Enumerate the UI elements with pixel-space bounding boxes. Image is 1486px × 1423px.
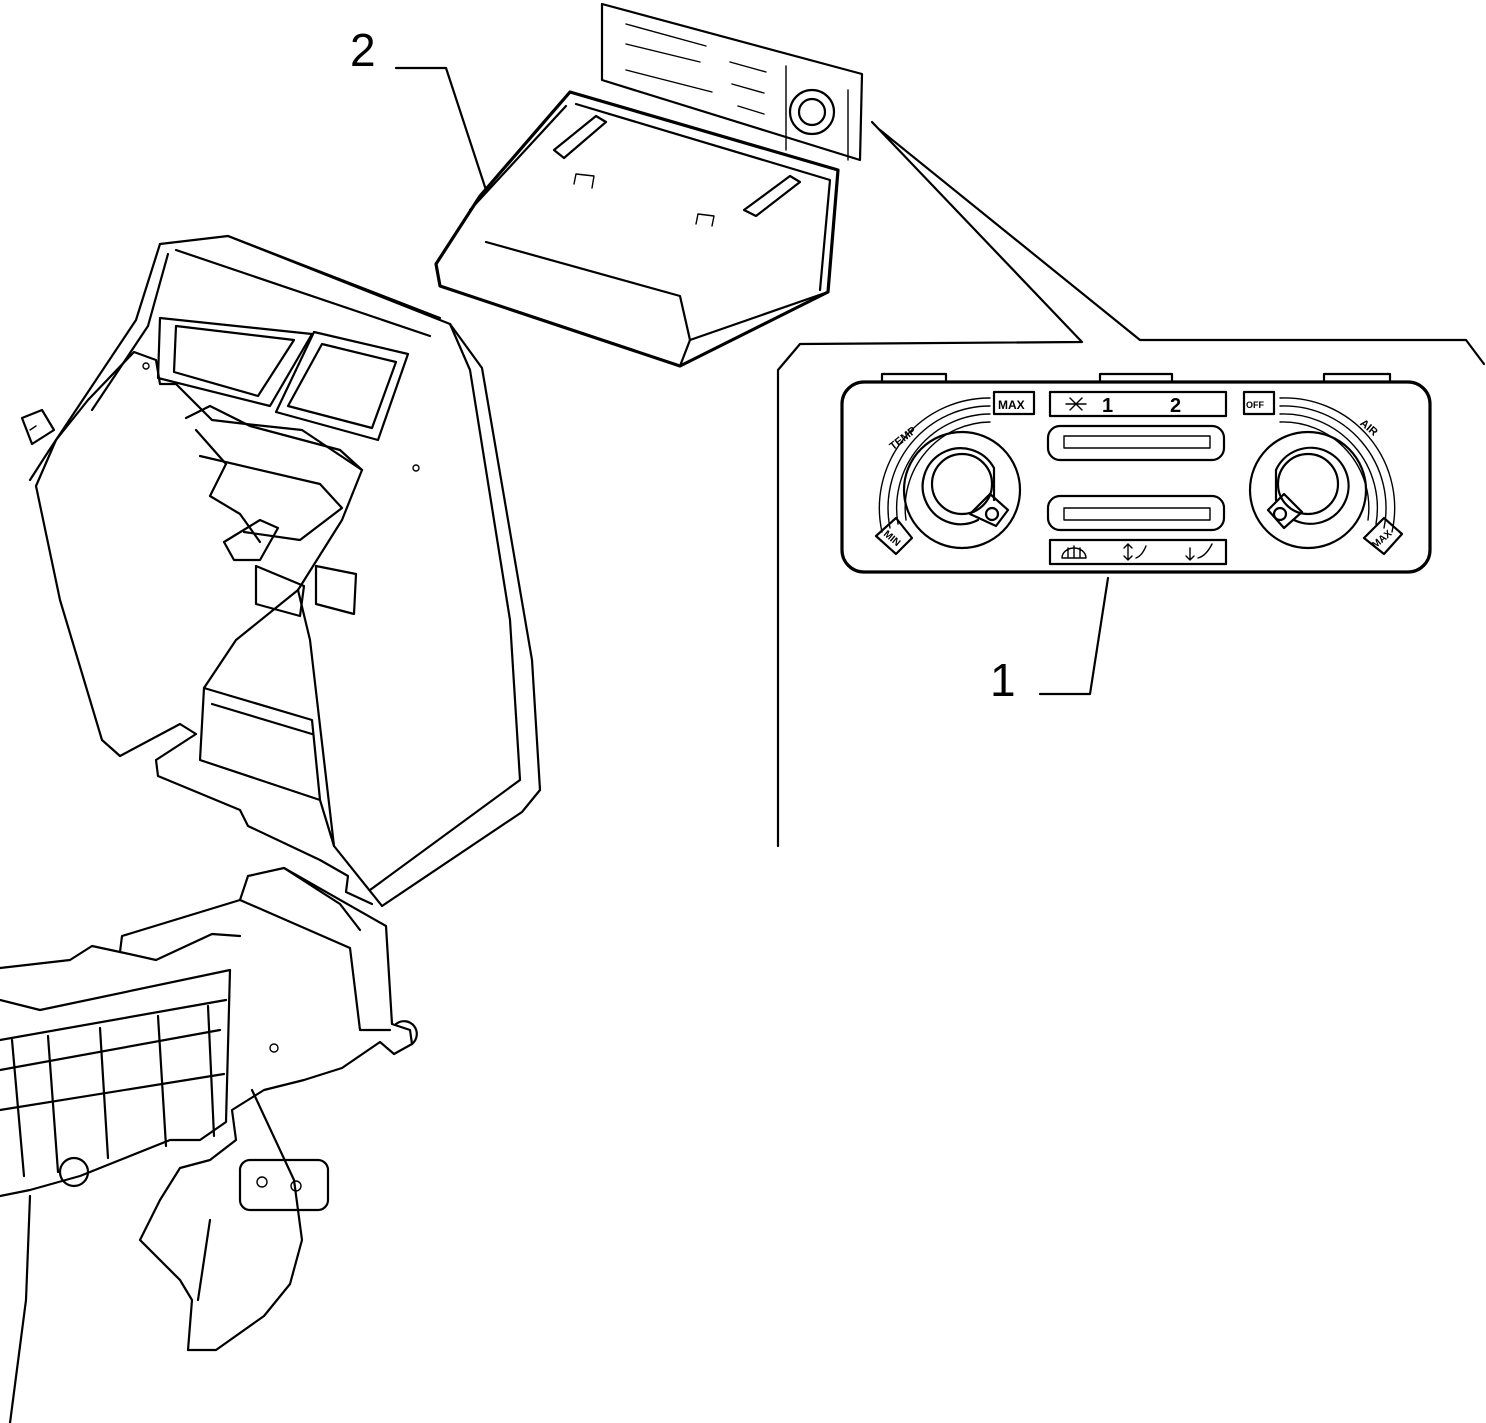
lower-slider-slot[interactable]	[1046, 494, 1226, 532]
callout-2-number: 2	[350, 24, 376, 76]
fan-speed-2-label: 2	[1170, 395, 1181, 417]
part-1-control-panel: MAX TEMP MIN 1 2	[840, 372, 1432, 574]
fan-speed-selector[interactable]: 1 2	[1048, 390, 1228, 418]
defrost-icon	[1061, 545, 1087, 559]
air-off-label: OFF	[1246, 400, 1264, 410]
face-feet-vent-icon	[1123, 543, 1147, 561]
air-knob[interactable]	[1248, 430, 1368, 550]
callout-2: 2	[350, 24, 488, 192]
temperature-knob-assembly: MAX TEMP MIN	[874, 390, 1036, 556]
air-scale-label: AIR	[1357, 417, 1379, 438]
temperature-knob[interactable]	[902, 430, 1022, 550]
air-knob-assembly: OFF AIR MAX	[1242, 390, 1404, 556]
temp-max-label: MAX	[998, 398, 1025, 412]
fan-icon	[1065, 397, 1087, 411]
air-distribution-selector[interactable]	[1048, 538, 1228, 566]
temp-min-label: MIN	[881, 529, 902, 549]
callout-2-leader	[394, 66, 488, 192]
part-2-control-housing	[434, 2, 864, 368]
centre-console-frame	[20, 234, 542, 908]
callout-1-leader	[1038, 576, 1110, 696]
callout-1: 1	[990, 576, 1110, 706]
detail-inset-frame	[776, 120, 1486, 848]
heater-blower-housing	[0, 866, 418, 1423]
fan-speed-1-label: 1	[1102, 395, 1113, 417]
feet-vent-icon	[1185, 543, 1213, 561]
upper-slider-slot[interactable]	[1046, 424, 1226, 462]
callout-1-number: 1	[990, 654, 1016, 706]
